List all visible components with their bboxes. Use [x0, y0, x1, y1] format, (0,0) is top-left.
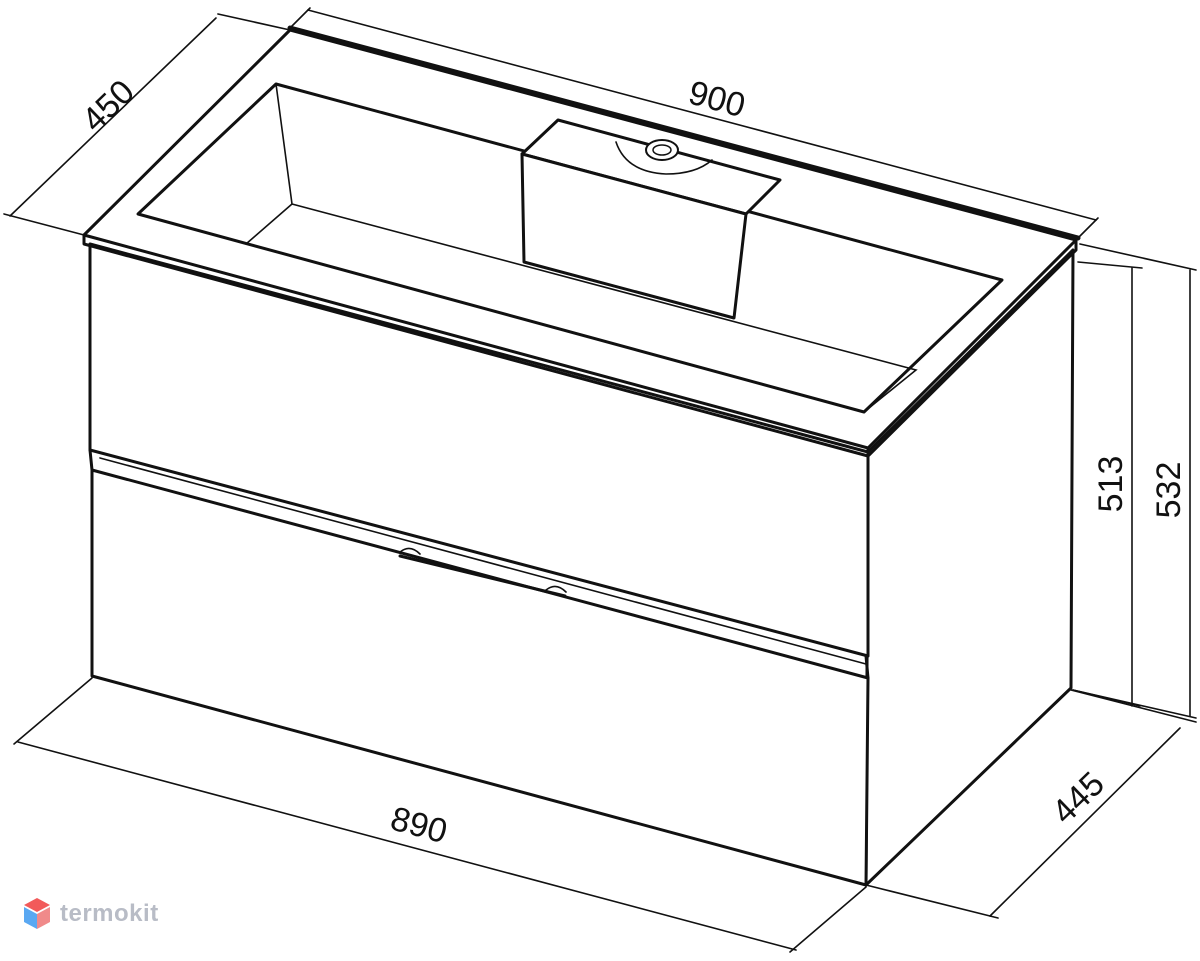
dimension-top-depth-label: 450 — [75, 73, 142, 140]
drawer-gap — [88, 448, 870, 680]
watermark: termokit — [22, 897, 159, 931]
dimension-cabinet-height-label: 513 — [1092, 456, 1130, 513]
dimension-cabinet-height: 513 — [1072, 261, 1143, 707]
cabinet-front-upper-drawer — [88, 242, 870, 658]
dimension-total-height-label: 532 — [1150, 462, 1188, 519]
dimension-bottom-depth-label: 445 — [1045, 765, 1112, 832]
watermark-text: termokit — [60, 900, 159, 927]
tap-deck — [520, 118, 782, 320]
tap-hole-icon — [645, 139, 679, 161]
drawer-handle — [398, 547, 567, 598]
dimension-top-width-label: 900 — [685, 74, 750, 125]
dimension-total-height: 532 — [1072, 243, 1197, 719]
termokit-logo-icon — [24, 898, 50, 929]
